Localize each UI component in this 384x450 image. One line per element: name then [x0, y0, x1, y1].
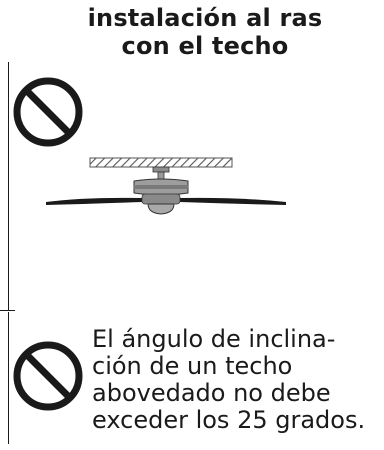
fan-blade-left: [46, 197, 142, 205]
page-title: instalación al ras con el techo: [60, 4, 350, 60]
prohibited-icon: [13, 341, 83, 411]
note-line-1: El ángulo de inclina-: [92, 325, 336, 353]
fan-motor-band: [134, 185, 188, 189]
prohibited-icon: [13, 77, 83, 147]
frame-divider: [0, 310, 15, 311]
frame-line-bottom: [8, 312, 9, 444]
ceiling-hatch: [89, 157, 233, 168]
fan-light-bowl: [147, 203, 175, 215]
fan-canopy: [152, 166, 170, 173]
note-line-2: ción de un techo: [92, 352, 293, 380]
fan-switch-housing: [141, 193, 181, 205]
note-line-3: abovedado no debe: [92, 379, 331, 407]
frame-line-top: [8, 62, 9, 310]
angle-warning-text: El ángulo de inclina- ción de un techo a…: [92, 326, 382, 434]
title-line-1: instalación al ras: [87, 4, 323, 32]
title-line-2: con el techo: [121, 32, 289, 60]
fan-blade-right: [180, 197, 286, 205]
note-line-4: exceder los 25 grados.: [92, 406, 366, 434]
ceiling-fan-illustration: [46, 157, 286, 215]
